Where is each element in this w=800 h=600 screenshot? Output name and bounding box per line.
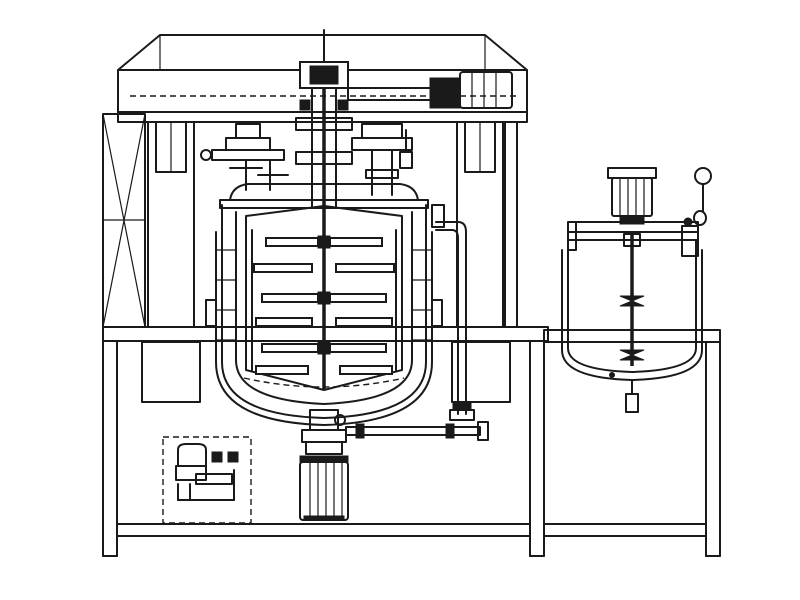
lid-valves	[200, 123, 413, 196]
scraper-paddles	[251, 229, 397, 375]
control-cabinet	[102, 113, 146, 328]
main-tank	[205, 183, 445, 426]
heating-jacket	[221, 204, 427, 419]
main-agitator-shaft	[295, 29, 353, 390]
homogenizer-motor	[299, 409, 349, 521]
pre-mix-tank	[561, 221, 703, 413]
lift-column-right	[451, 121, 518, 403]
pre-mix-motor	[607, 167, 657, 247]
pressure-gauge	[681, 167, 712, 257]
lift-column-left	[141, 121, 201, 403]
discharge-pipe	[334, 221, 489, 441]
hood-motor	[347, 71, 513, 109]
hydraulic-unit	[162, 436, 252, 524]
